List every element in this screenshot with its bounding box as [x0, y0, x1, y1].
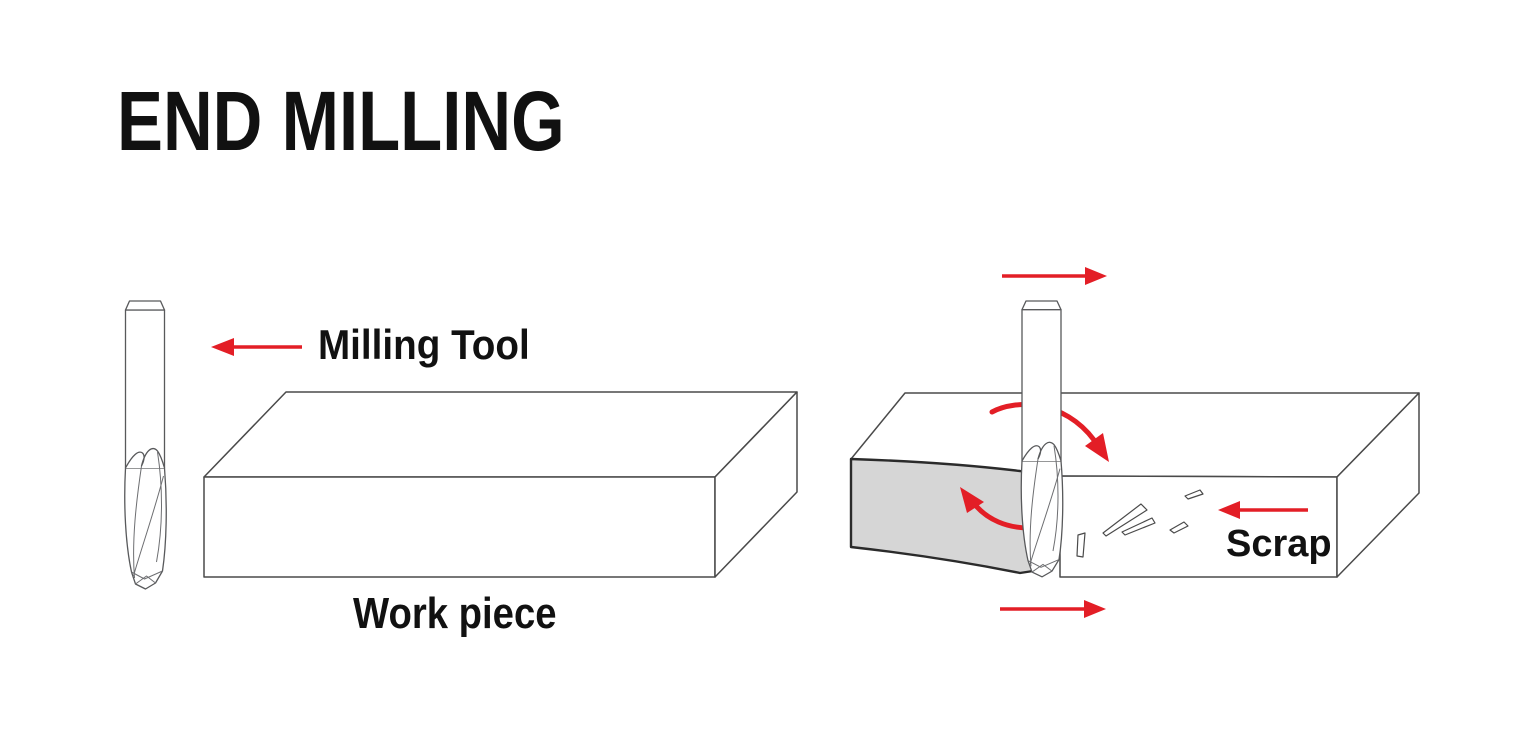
scrap-chip [1169, 521, 1189, 534]
scrap-chip [1184, 489, 1204, 500]
scrap-chips [1076, 489, 1204, 558]
milling-tool-pointer-arrow [211, 338, 302, 356]
feed-arrow-bottom [1000, 600, 1106, 618]
milled-workpiece-block [849, 392, 1420, 578]
workpiece-front-face [203, 476, 716, 578]
workpiece-right-face [714, 391, 798, 578]
scrap-chip [1102, 503, 1148, 537]
end-mill-tool-right [1020, 300, 1064, 578]
feed-arrow-top [1002, 267, 1107, 285]
scrap-chip [1076, 532, 1086, 558]
cut-surface [849, 457, 1048, 575]
page-title: END MILLING [117, 74, 565, 168]
scrap-chip [1121, 517, 1156, 536]
right-figure [849, 267, 1420, 618]
end-mill-tool-left [124, 300, 167, 590]
milling-tool-label: Milling Tool [318, 321, 530, 368]
workpiece-label: Work piece [353, 589, 557, 638]
milled-right-face [1336, 392, 1420, 578]
scrap-label: Scrap [1226, 523, 1332, 565]
workpiece-block [203, 391, 798, 578]
workpiece-top-face [203, 391, 798, 478]
left-figure [124, 300, 798, 590]
scrap-pointer-arrow [1218, 501, 1308, 519]
